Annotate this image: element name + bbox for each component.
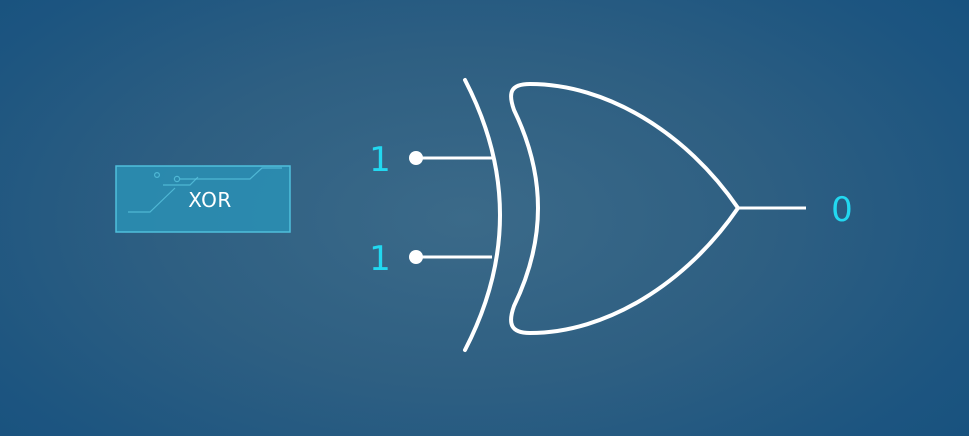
circuit-trace-decoration	[128, 167, 282, 213]
input-terminal-2	[409, 250, 423, 264]
gate-label-text: XOR	[188, 188, 232, 212]
chip-body	[115, 165, 291, 233]
gate-label-chip: XOR	[115, 165, 291, 233]
gate-body	[509, 82, 740, 335]
input-wire-2	[409, 250, 492, 264]
output-value: 0	[831, 190, 853, 230]
input-value-2: 1	[369, 239, 391, 279]
input-value-1: 1	[369, 140, 391, 180]
input-terminal-1	[409, 151, 423, 165]
xor-input-arc	[463, 78, 502, 352]
input-wire-1	[409, 151, 492, 165]
